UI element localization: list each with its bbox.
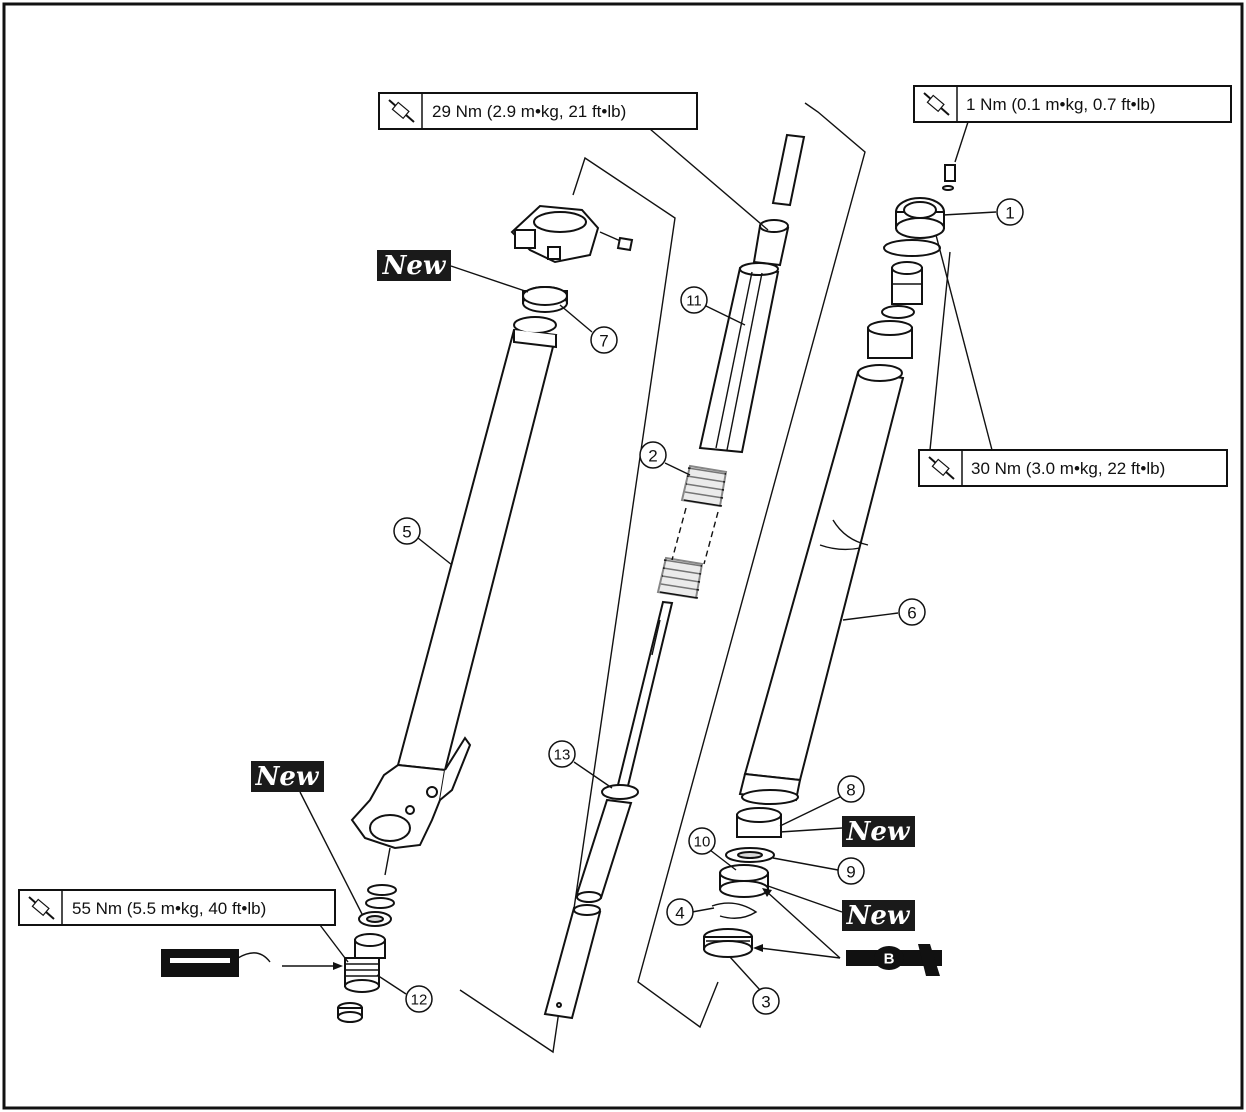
callout-number: 6 [907, 604, 916, 623]
callout-number: 12 [411, 992, 428, 1009]
svg-text:New: New [846, 901, 911, 931]
callout-number: 9 [846, 863, 855, 882]
torque-spec-text: 1 Nm (0.1 m•kg, 0.7 ft•lb) [966, 95, 1156, 114]
callout-circle [590, 326, 618, 354]
callout-circle [393, 517, 421, 545]
callout-number: 1 [1005, 204, 1014, 223]
callout-number: 4 [675, 904, 684, 923]
callout-number: 8 [846, 781, 855, 800]
new-badge: New [842, 816, 915, 847]
grease-symbol-letter: B [884, 951, 895, 968]
svg-text:New: New [382, 251, 447, 281]
torque-wrench-icon [28, 896, 55, 920]
callout-circle [996, 198, 1024, 226]
thread-locker-icon [161, 949, 343, 977]
callout-number: 3 [761, 993, 770, 1012]
callout-number: 2 [648, 447, 657, 466]
callout-circle [548, 740, 576, 768]
fork-spring-part-2 [656, 464, 728, 600]
svg-text:New: New [846, 817, 911, 847]
callout-circle [680, 286, 708, 314]
torque-box-top-center: 29 Nm (2.9 m•kg, 21 ft•lb) [378, 92, 698, 130]
torque-wrench-icon [923, 92, 950, 116]
new-badge: New [377, 250, 451, 281]
outer-tube-part-5 [350, 204, 634, 876]
damper-rod-assembly [543, 133, 806, 1020]
callout-number: 7 [599, 332, 608, 351]
drain-bolt-part-12 [337, 884, 397, 1023]
torque-spec-text: 55 Nm (5.5 m•kg, 40 ft•lb) [72, 899, 266, 918]
torque-wrench-icon [388, 99, 415, 123]
callout-circle [639, 441, 667, 469]
torque-wrench-icon [928, 456, 955, 480]
new-badge: New [251, 761, 324, 792]
torque-spec-text: 29 Nm (2.9 m•kg, 21 ft•lb) [432, 102, 626, 121]
callout-circle [752, 987, 780, 1015]
new-badge: New [842, 900, 915, 931]
callout-number: 13 [554, 747, 571, 764]
callout-circle [898, 598, 926, 626]
group-bracket-right [637, 102, 866, 1029]
torque-box-bottom-left: 55 Nm (5.5 m•kg, 40 ft•lb) [18, 889, 336, 926]
callout-circle [666, 898, 694, 926]
inner-tube-part-6 [738, 164, 956, 805]
callout-circle [405, 985, 433, 1013]
callout-circle [837, 775, 865, 803]
svg-text:New: New [255, 762, 320, 792]
grease-gun-icon: B [846, 944, 942, 976]
callout-number: 10 [694, 834, 711, 851]
callout-circle [837, 857, 865, 885]
callout-circle [688, 827, 716, 855]
torque-box-top-right: 1 Nm (0.1 m•kg, 0.7 ft•lb) [913, 85, 1232, 123]
torque-box-mid-right: 30 Nm (3.0 m•kg, 22 ft•lb) [918, 449, 1228, 487]
seal-parts-right [703, 807, 782, 958]
callout-number: 5 [402, 523, 411, 542]
group-bracket-left [459, 156, 676, 1054]
torque-spec-text: 30 Nm (3.0 m•kg, 22 ft•lb) [971, 459, 1165, 478]
callout-number: 11 [686, 293, 702, 310]
